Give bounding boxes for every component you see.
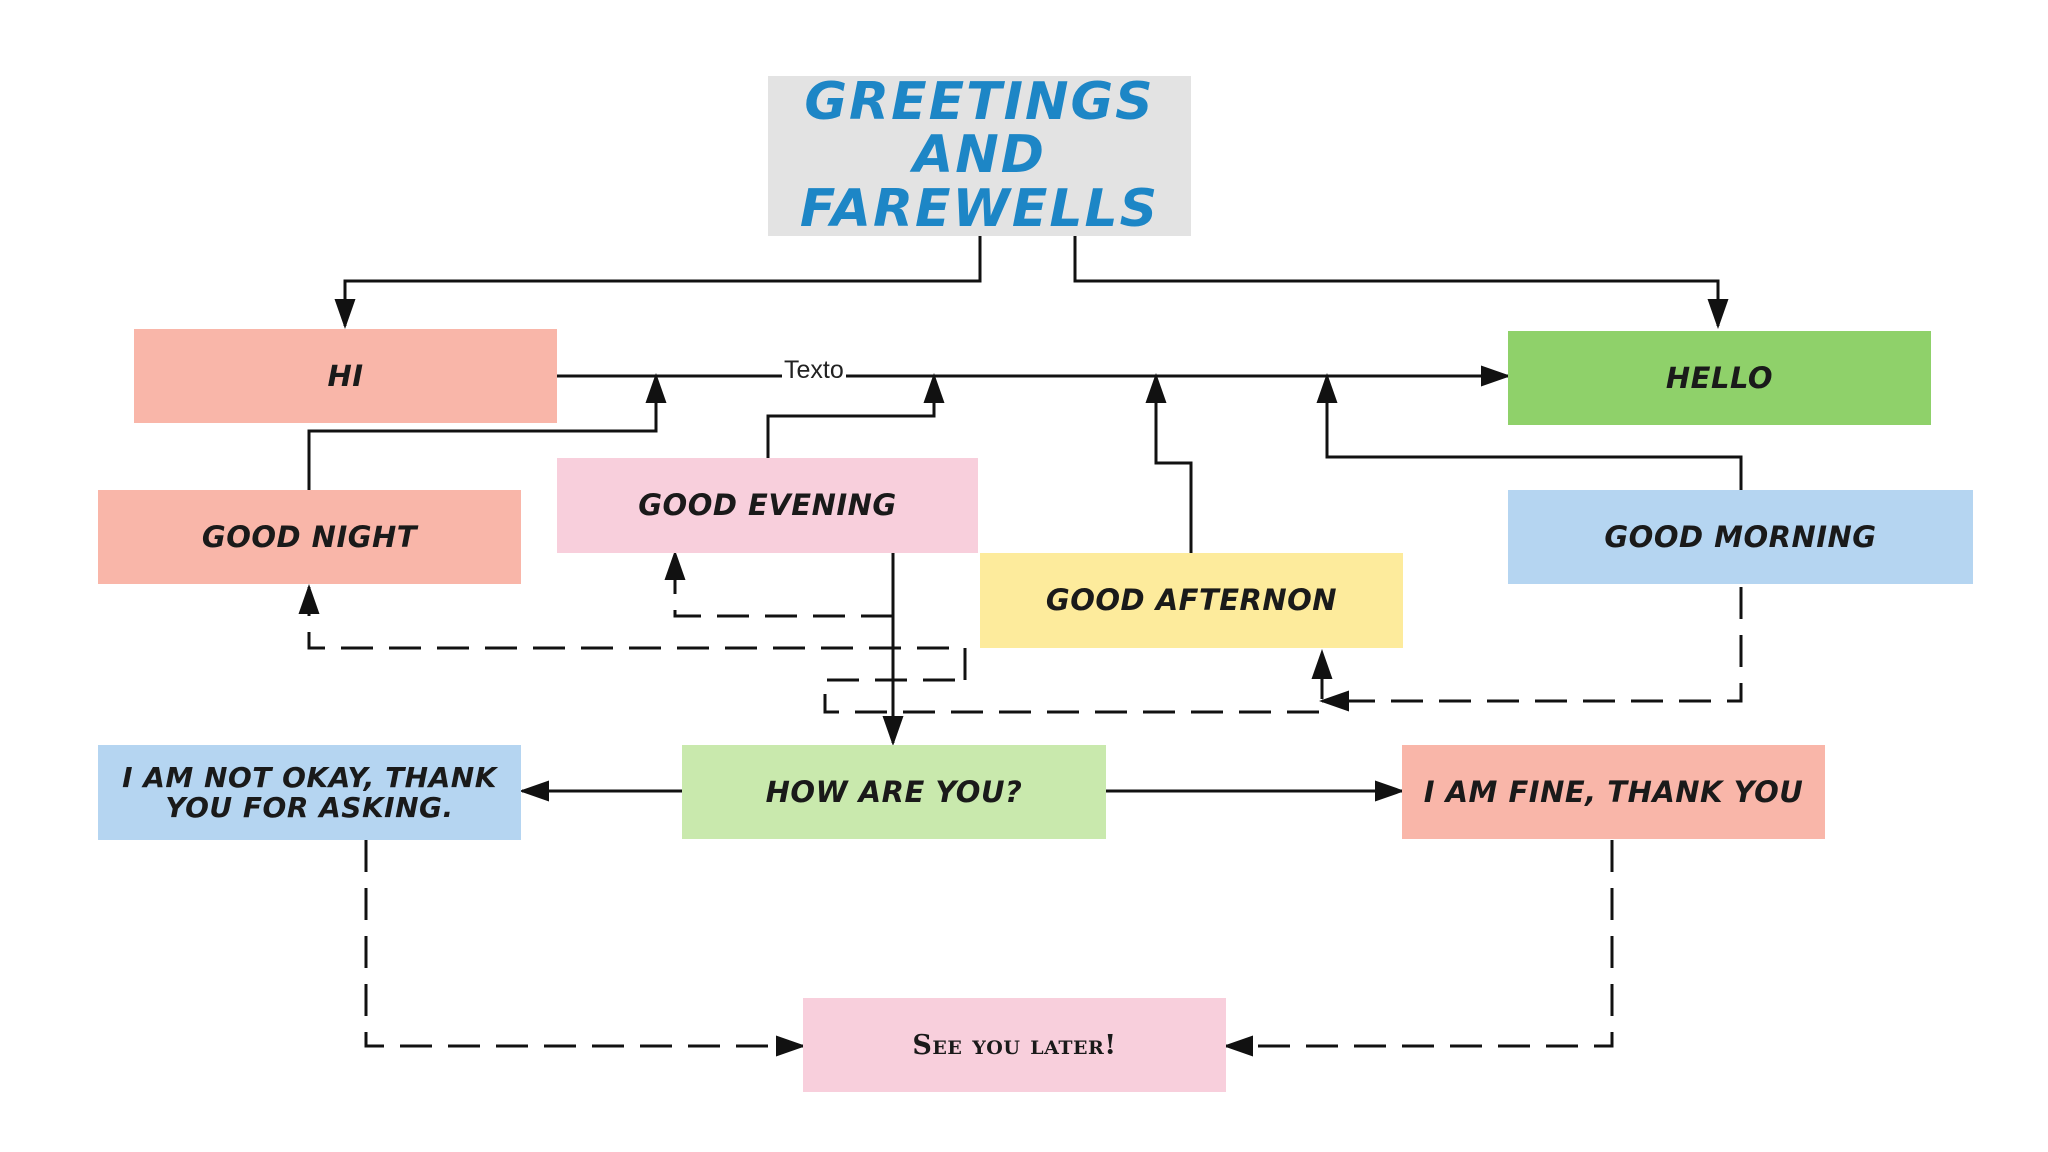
edge-return-to-good-evening (664, 550, 893, 618)
node-hi: HI (134, 329, 557, 423)
edge-title-to-hello (1073, 236, 1729, 329)
edge-good-morning-to-good-afternoon (1319, 587, 1743, 712)
edge-label-texto: Texto (782, 356, 846, 385)
edge-fine-to-see-you (1223, 840, 1614, 1057)
edge-not-okay-to-see-you (364, 840, 806, 1057)
node-good-afternoon: GOOD AFTERNON (980, 553, 1403, 648)
node-hello: HELLO (1508, 331, 1931, 425)
node-good-evening: GOOD EVENING (557, 458, 978, 553)
node-how-are-you: HOW ARE YOU? (682, 745, 1106, 839)
edge-good-evening-to-main (766, 373, 945, 458)
edge-return-to-good-night (298, 584, 967, 680)
title-node: GREETINGS AND FAREWELLS (768, 76, 1191, 236)
node-not-okay: I AM NOT OKAY, THANK YOU FOR ASKING. (98, 745, 521, 840)
node-fine: I AM FINE, THANK YOU (1402, 745, 1825, 839)
edge-good-afternoon-to-main (1145, 373, 1193, 553)
edge-good-morning-to-main (1316, 373, 1743, 490)
node-good-morning: GOOD MORNING (1508, 490, 1973, 584)
node-see-you-later: See you later! (803, 998, 1226, 1092)
edge-loop-return (823, 649, 1333, 714)
node-good-night: GOOD NIGHT (98, 490, 521, 584)
edge-title-to-hi (334, 236, 982, 329)
edge-good-night-to-main (307, 373, 667, 490)
